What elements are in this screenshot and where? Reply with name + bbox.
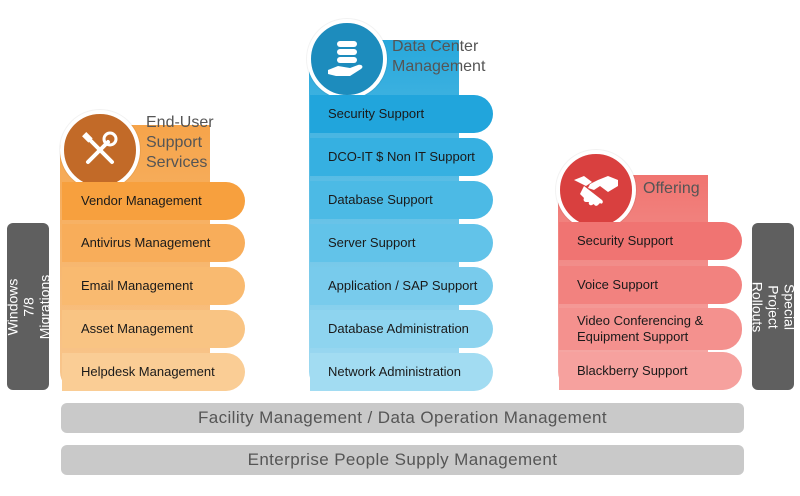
database-hand-icon	[328, 41, 363, 76]
enterprise-management-bar: Enterprise People Supply Management	[61, 445, 744, 475]
side-tab-label: Special Project Rollouts	[749, 281, 797, 332]
offering-circle	[556, 150, 636, 230]
list-item: Database Administration	[310, 310, 493, 348]
tools-icon	[82, 131, 118, 164]
list-item: Helpdesk Management	[62, 353, 245, 391]
list-item: Application / SAP Support	[310, 267, 493, 305]
list-item: Voice Support	[559, 266, 742, 304]
handshake-icon	[574, 176, 618, 206]
list-item: Asset Management	[62, 310, 245, 348]
list-item: DCO-IT $ Non IT Support	[310, 138, 493, 176]
end-user-circle	[60, 110, 140, 190]
side-tab-special-project-rollouts: Special Project Rollouts	[749, 223, 797, 390]
side-tab-windows-migrations: Windows 7/8 Migrations	[4, 223, 52, 390]
list-item: Security Support	[310, 95, 493, 133]
data-center-circle	[307, 19, 387, 99]
facility-management-bar: Facility Management / Data Operation Man…	[61, 403, 744, 433]
list-item: Security Support	[559, 222, 742, 260]
list-item: Server Support	[310, 224, 493, 262]
end-user-title: End-User Support Services	[146, 114, 214, 171]
list-item: Antivirus Management	[62, 224, 245, 262]
list-item: Database Support	[310, 181, 493, 219]
offering-title: Offering	[643, 180, 700, 197]
data-center-title: Data Center Management	[392, 38, 486, 75]
list-item: Video Conferencing & Equipment Support	[559, 308, 742, 350]
side-tab-label: Windows 7/8 Migrations	[4, 274, 52, 339]
list-item: Vendor Management	[62, 182, 245, 220]
list-item: Blackberry Support	[559, 352, 742, 390]
list-item: Email Management	[62, 267, 245, 305]
list-item: Network Administration	[310, 353, 493, 391]
